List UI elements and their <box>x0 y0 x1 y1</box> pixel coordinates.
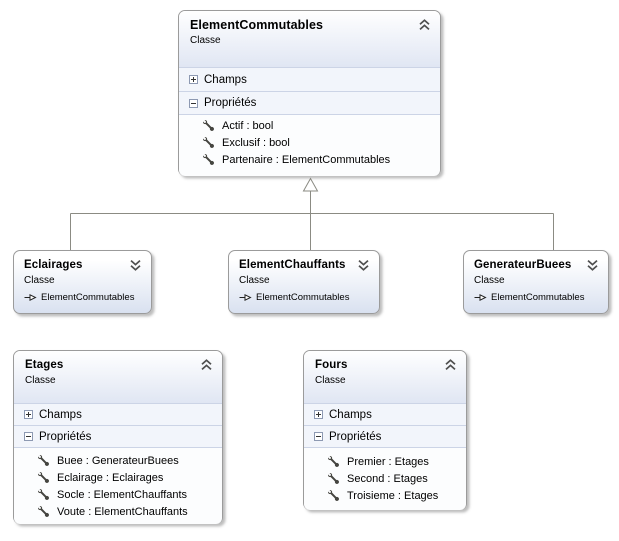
class-title: GenerateurBuees <box>474 259 572 271</box>
class-stereotype: Classe <box>474 275 505 286</box>
section-label: Propriétés <box>204 97 257 109</box>
base-type-text: ElementCommutables <box>491 292 585 303</box>
collapse-chevron-up-icon[interactable] <box>418 18 431 31</box>
property-list: Premier : Etages Second : Etages Troisie… <box>304 447 466 510</box>
property-text: Troisieme : Etages <box>347 489 439 502</box>
class-box-eclairages[interactable]: Eclairages Classe ElementCommutables <box>13 250 152 314</box>
class-box-elementchauffants[interactable]: ElementChauffants Classe ElementCommutab… <box>228 250 380 314</box>
property-text: Eclairage : Eclairages <box>57 471 164 484</box>
class-header[interactable]: Fours Classe <box>304 351 466 403</box>
section-label: Champs <box>39 408 82 421</box>
property-list: Buee : GenerateurBuees Eclairage : Eclai… <box>14 447 222 524</box>
expand-chevron-down-icon[interactable] <box>586 258 599 271</box>
wrench-icon <box>328 489 339 501</box>
inheritance-arrow-icon <box>474 293 487 302</box>
base-type-row[interactable]: ElementCommutables <box>239 292 369 303</box>
section-row-champs[interactable]: Champs <box>179 67 440 91</box>
expander-plus-icon[interactable] <box>24 410 33 419</box>
section-row-proprietes[interactable]: Propriétés <box>14 425 222 447</box>
property-row[interactable]: Premier : Etages <box>304 453 466 470</box>
class-header[interactable]: ElementCommutables Classe <box>179 11 440 67</box>
base-type-text: ElementCommutables <box>41 292 135 303</box>
section-label: Propriétés <box>39 430 92 443</box>
wrench-icon <box>328 472 339 484</box>
inheritance-arrow-icon <box>239 293 252 302</box>
expand-chevron-down-icon[interactable] <box>129 258 142 271</box>
class-stereotype: Classe <box>190 35 221 46</box>
collapse-chevron-up-icon[interactable] <box>200 358 213 371</box>
expander-plus-icon[interactable] <box>314 410 323 419</box>
expander-plus-icon[interactable] <box>189 75 198 84</box>
section-row-champs[interactable]: Champs <box>304 403 466 425</box>
wrench-icon <box>38 471 49 483</box>
class-stereotype: Classe <box>239 275 270 286</box>
base-type-row[interactable]: ElementCommutables <box>24 292 141 303</box>
property-row[interactable]: Socle : ElementChauffants <box>14 486 222 503</box>
class-stereotype: Classe <box>315 375 346 386</box>
section-label: Champs <box>329 408 372 421</box>
expander-minus-icon[interactable] <box>189 98 198 108</box>
section-row-proprietes[interactable]: Propriétés <box>304 425 466 447</box>
collapse-chevron-up-icon[interactable] <box>444 358 457 371</box>
section-row-proprietes[interactable]: Propriétés <box>179 91 440 114</box>
property-row[interactable]: Eclairage : Eclairages <box>14 469 222 486</box>
class-stereotype: Classe <box>25 375 56 386</box>
wrench-icon <box>38 454 49 466</box>
property-text: Voute : ElementChauffants <box>57 505 188 518</box>
property-text: Socle : ElementChauffants <box>57 488 188 501</box>
wrench-icon <box>203 153 214 165</box>
property-text: Second : Etages <box>347 472 428 485</box>
property-row[interactable]: Actif : bool <box>179 117 440 134</box>
section-label: Propriétés <box>329 430 382 443</box>
class-title: Eclairages <box>24 259 83 271</box>
property-row[interactable]: Troisieme : Etages <box>304 487 466 504</box>
property-row[interactable]: Voute : ElementChauffants <box>14 503 222 520</box>
class-title: ElementCommutables <box>190 18 324 32</box>
inheritance-arrow-icon <box>24 293 37 302</box>
section-row-champs[interactable]: Champs <box>14 403 222 425</box>
base-type-row[interactable]: ElementCommutables <box>474 292 598 303</box>
wrench-icon <box>328 455 339 467</box>
class-box-generateurbuees[interactable]: GenerateurBuees Classe ElementCommutable… <box>463 250 609 314</box>
class-title: Fours <box>315 359 348 371</box>
property-text: Premier : Etages <box>347 455 429 468</box>
wrench-icon <box>203 119 214 131</box>
class-header[interactable]: Eclairages Classe ElementCommutables <box>14 251 151 303</box>
class-stereotype: Classe <box>24 275 55 286</box>
base-type-text: ElementCommutables <box>256 292 350 303</box>
class-header[interactable]: ElementChauffants Classe ElementCommutab… <box>229 251 379 303</box>
expand-chevron-down-icon[interactable] <box>357 258 370 271</box>
class-title: Etages <box>25 359 64 371</box>
class-box-etages[interactable]: Etages Classe Champs Propriétés Buee : G… <box>13 350 223 524</box>
class-header[interactable]: Etages Classe <box>14 351 222 403</box>
section-label: Champs <box>204 73 247 86</box>
wrench-icon <box>203 136 214 148</box>
property-text: Buee : GenerateurBuees <box>57 454 179 467</box>
class-title: ElementChauffants <box>239 259 346 271</box>
wrench-icon <box>38 488 49 500</box>
property-row[interactable]: Exclusif : bool <box>179 134 440 151</box>
class-header[interactable]: GenerateurBuees Classe ElementCommutable… <box>464 251 608 303</box>
hollow-triangle-up-icon[interactable] <box>302 177 319 192</box>
property-text: Exclusif : bool <box>222 136 290 149</box>
property-text: Partenaire : ElementCommutables <box>222 153 391 166</box>
property-text: Actif : bool <box>222 119 274 132</box>
property-row[interactable]: Partenaire : ElementCommutables <box>179 151 440 168</box>
class-box-fours[interactable]: Fours Classe Champs Propriétés Premier :… <box>303 350 467 510</box>
wrench-icon <box>38 505 49 517</box>
expander-minus-icon[interactable] <box>314 432 323 441</box>
expander-minus-icon[interactable] <box>24 432 33 441</box>
property-row[interactable]: Second : Etages <box>304 470 466 487</box>
class-box-elementcommutables[interactable]: ElementCommutables Classe Champs Proprié… <box>178 10 441 176</box>
property-row[interactable]: Buee : GenerateurBuees <box>14 452 222 469</box>
property-list: Actif : bool Exclusif : bool Partenaire … <box>179 114 440 176</box>
